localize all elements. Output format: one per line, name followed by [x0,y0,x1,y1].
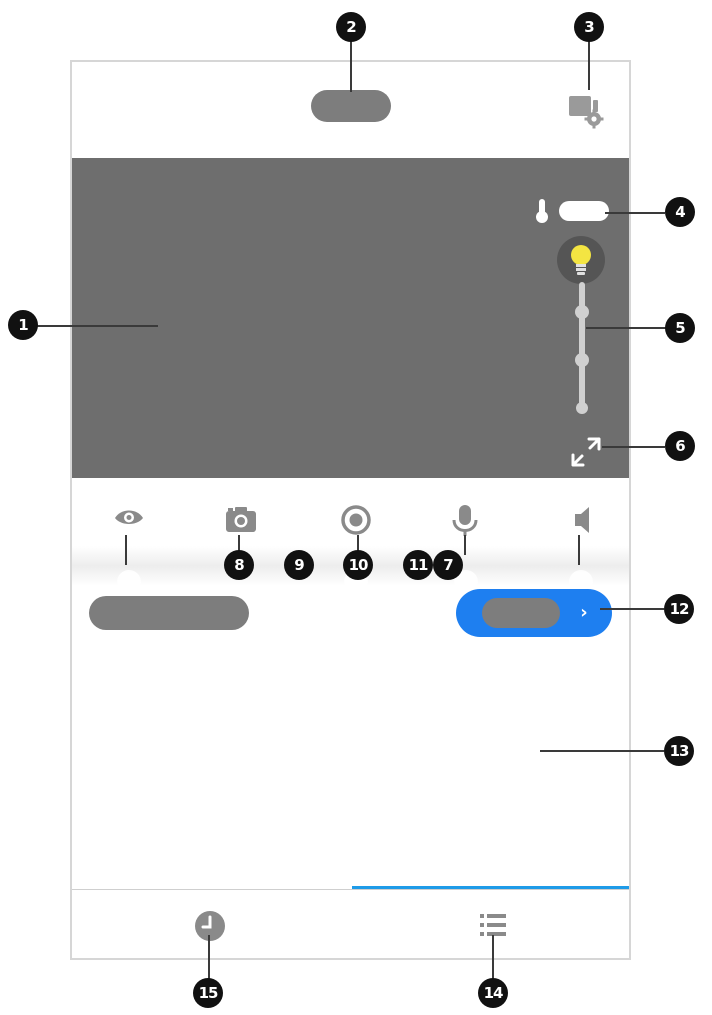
camera-icon [226,507,256,532]
callout-7: 7 [433,550,463,580]
callout-15: 15 [193,978,223,1008]
callout-13: 13 [664,736,694,766]
status-label-placeholder [89,596,249,630]
clock-icon [195,911,225,941]
callout-6-line [602,446,665,448]
callout-10-line [357,535,359,555]
callout-speaker-line [578,535,580,565]
tab-list[interactable] [471,904,515,948]
record-button[interactable] [334,498,378,594]
talk-button[interactable] [444,498,488,594]
record-icon [341,505,371,535]
brightness-slider[interactable] [572,282,592,414]
callout-2: 2 [336,12,366,42]
camera-settings-icon [569,96,604,129]
microphone-icon [452,505,478,536]
list-icon [480,914,506,936]
callout-12-line [600,608,664,610]
callout-11: 11 [403,550,433,580]
callout-8: 8 [224,550,254,580]
fullscreen-icon [571,437,601,467]
callout-5-line [586,327,666,329]
callout-8-line [238,535,240,555]
active-tab-indicator [352,886,629,889]
more-options-label-placeholder [482,598,560,628]
callout-5: 5 [665,313,695,343]
callout-6: 6 [665,431,695,461]
content-panel [72,652,629,886]
callout-10: 10 [343,550,373,580]
tab-history[interactable] [188,904,232,948]
fullscreen-button[interactable] [569,435,603,469]
light-bulb-icon [571,245,591,275]
callout-14-line [492,935,494,981]
eye-icon [115,510,143,524]
callout-12: 12 [664,594,694,624]
app-window: › [70,60,631,960]
device-title-placeholder [311,90,391,122]
bottom-navigation [72,889,629,958]
callout-9: 9 [284,550,314,580]
callout-eye-line [125,535,127,565]
callout-13-line [540,750,664,752]
speaker-button[interactable] [559,498,603,594]
callout-14: 14 [478,978,508,1008]
callout-1: 1 [8,310,38,340]
callout-4: 4 [665,197,695,227]
view-toggle-button[interactable] [107,498,151,594]
view-status-indicator [117,570,141,594]
callout-3-line [588,40,590,90]
temperature-value-placeholder [559,201,609,221]
callout-3: 3 [574,12,604,42]
callout-15-line [208,935,210,981]
chevron-right-icon: › [580,602,588,623]
callout-4-line [605,212,665,214]
live-video-view[interactable] [72,158,629,478]
light-toggle-button[interactable] [557,236,605,284]
callout-1-line [36,325,158,327]
thermometer-icon [536,199,548,223]
camera-settings-button[interactable] [567,92,607,130]
more-options-button[interactable]: › [456,589,612,637]
callout-7-line [464,535,466,555]
speaker-icon [575,507,589,533]
callout-2-line [350,40,352,92]
snapshot-button[interactable] [218,498,262,546]
